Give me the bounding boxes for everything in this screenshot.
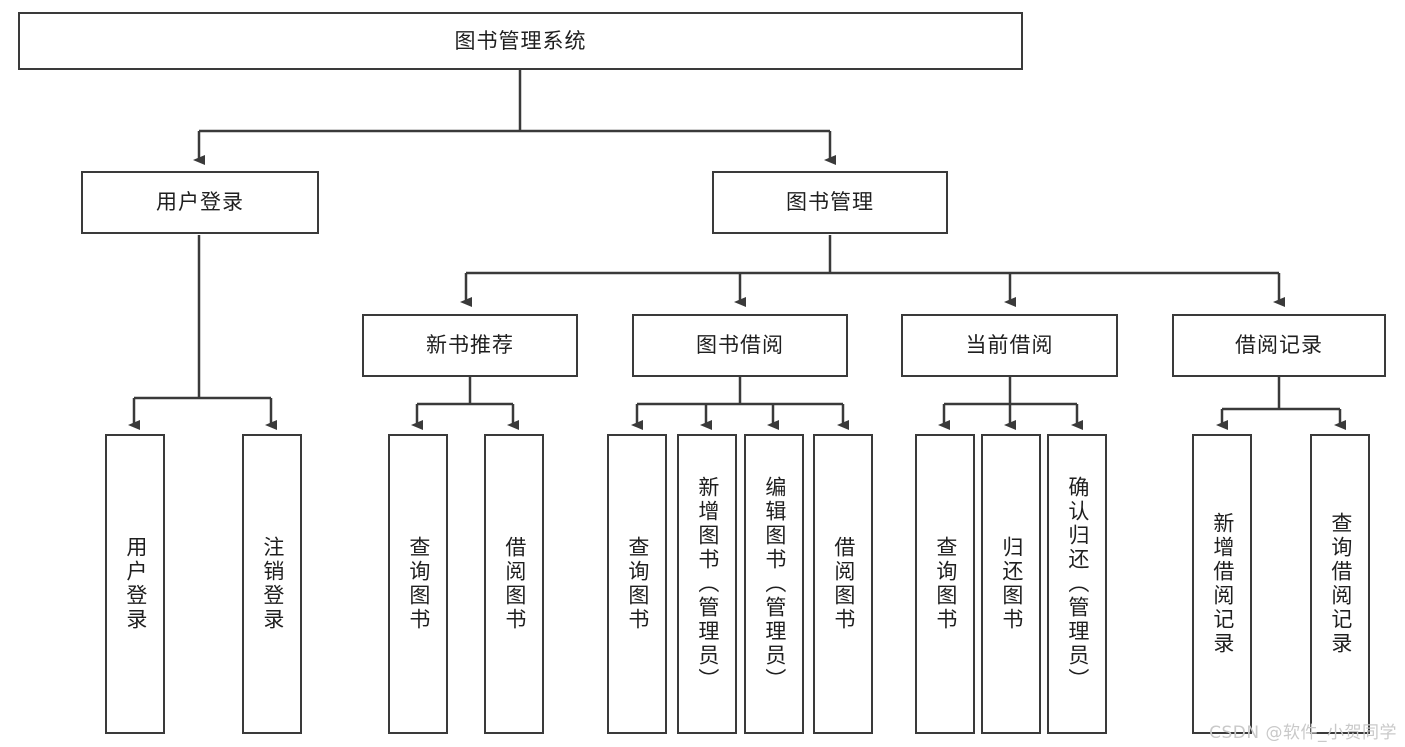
leaf-user-login-logout[interactable]: 注销登录 [242,434,302,734]
node-label: 新增借阅记录 [1210,512,1235,656]
node-label: 图书借阅 [696,333,784,358]
node-label: 当前借阅 [965,333,1054,358]
node-label: 借阅图书 [831,536,856,632]
node-label: 注销登录 [260,536,285,632]
node-new-book-recommend[interactable]: 新书推荐 [362,314,578,377]
node-book-management[interactable]: 图书管理 [712,171,948,234]
node-label: 图书管理 [786,190,874,215]
node-label: 新增图书（管理员） [695,476,720,692]
leaf-book-borrow-borrow[interactable]: 借阅图书 [813,434,873,734]
leaf-current-borrow-confirm-return[interactable]: 确认归还（管理员） [1047,434,1107,734]
node-label: 图书管理系统 [454,28,587,53]
node-label: 用户登录 [156,190,244,215]
leaf-current-borrow-query[interactable]: 查询图书 [915,434,975,734]
leaf-book-borrow-query[interactable]: 查询图书 [607,434,667,734]
leaf-book-borrow-edit[interactable]: 编辑图书（管理员） [744,434,804,734]
node-borrow-record[interactable]: 借阅记录 [1172,314,1386,377]
node-book-borrow[interactable]: 图书借阅 [632,314,848,377]
leaf-borrow-record-query[interactable]: 查询借阅记录 [1310,434,1370,734]
leaf-borrow-record-add[interactable]: 新增借阅记录 [1192,434,1252,734]
leaf-book-borrow-add[interactable]: 新增图书（管理员） [677,434,737,734]
node-book-management-system[interactable]: 图书管理系统 [18,12,1023,70]
leaf-current-borrow-return[interactable]: 归还图书 [981,434,1041,734]
node-label: 查询图书 [625,536,650,632]
node-user-login[interactable]: 用户登录 [81,171,319,234]
node-label: 查询图书 [406,536,431,632]
node-label: 查询借阅记录 [1328,512,1353,656]
node-label: 新书推荐 [426,333,514,358]
node-label: 查询图书 [933,536,958,632]
node-current-borrow[interactable]: 当前借阅 [901,314,1118,377]
node-label: 用户登录 [123,536,148,632]
node-label: 归还图书 [999,536,1024,632]
node-label: 确认归还（管理员） [1065,476,1090,692]
leaf-new-book-query[interactable]: 查询图书 [388,434,448,734]
leaf-new-book-borrow[interactable]: 借阅图书 [484,434,544,734]
node-label: 编辑图书（管理员） [762,476,787,692]
node-label: 借阅记录 [1235,333,1323,358]
node-label: 借阅图书 [502,536,527,632]
leaf-user-login-login[interactable]: 用户登录 [105,434,165,734]
csdn-watermark: CSDN @软件_小贺同学 [1209,723,1397,743]
